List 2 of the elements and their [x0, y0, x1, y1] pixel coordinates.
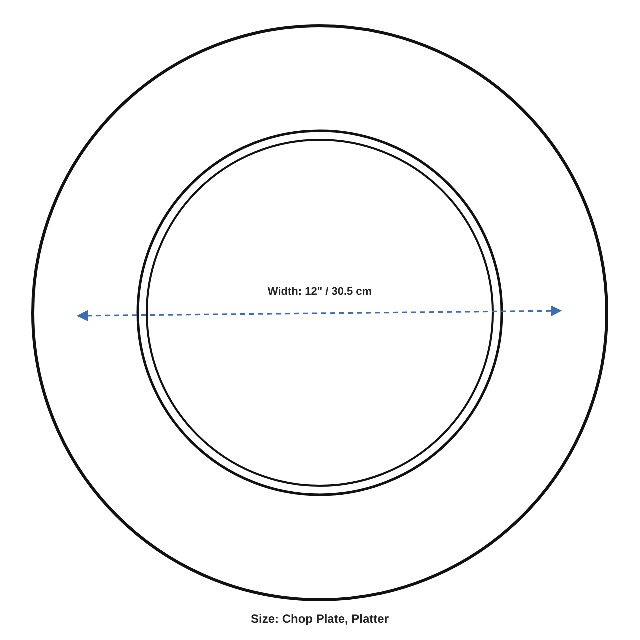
caption: Size: Chop Plate, Platter: [250, 612, 390, 626]
dimension-label: Width: 12" / 30.5 cm: [268, 286, 372, 298]
